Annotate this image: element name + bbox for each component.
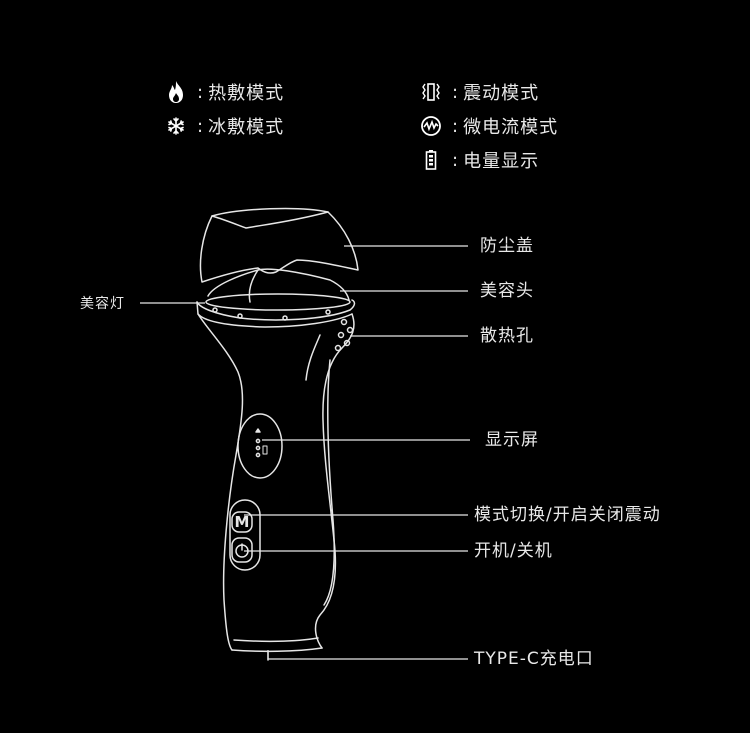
- legend-cold-label: 冰敷模式: [208, 117, 285, 138]
- legend-battery-label: 电量显示: [463, 151, 540, 172]
- callout-vent-holes: 散热孔: [480, 326, 534, 346]
- flame-icon: [165, 79, 187, 105]
- callout-power: 开机/关机: [474, 541, 553, 561]
- legend-colon: :: [452, 149, 460, 171]
- callout-charge-port: TYPE-C充电口: [474, 649, 594, 669]
- snowflake-icon: [165, 113, 187, 139]
- legend-colon: :: [452, 81, 460, 103]
- vibration-icon: [420, 79, 442, 105]
- legend-colon: :: [197, 81, 205, 103]
- beauty-light-dots: [212, 307, 331, 321]
- callout-mode-switch: 模式切换/开启关闭震动: [474, 505, 661, 525]
- legend-hot: : 热敷模式: [165, 79, 284, 105]
- button-panel: [229, 499, 261, 571]
- vent-holes: [334, 318, 354, 352]
- legend-hot-label: 热敷模式: [208, 83, 285, 104]
- legend-colon: :: [452, 115, 460, 137]
- battery-icon: [420, 147, 442, 173]
- beauty-head: [205, 268, 351, 311]
- callout-display: 显示屏: [485, 430, 539, 450]
- legend-vibration: : 震动模式: [420, 79, 539, 105]
- display-panel: [237, 413, 283, 479]
- mode-button-letter: M: [235, 513, 250, 531]
- leader-charge-port: [267, 650, 468, 660]
- legend-battery: : 电量显示: [420, 147, 539, 173]
- legend-vibration-label: 震动模式: [463, 83, 540, 104]
- leader-lines: [140, 245, 470, 660]
- callout-beauty-head: 美容头: [480, 281, 534, 301]
- legend-microcurrent: : 微电流模式: [420, 113, 558, 139]
- callout-beauty-light: 美容灯: [80, 296, 125, 312]
- legend-cold: : 冰敷模式: [165, 113, 284, 139]
- device-body: [196, 299, 356, 653]
- microcurrent-icon: [420, 113, 442, 139]
- dust-cover: [199, 207, 359, 283]
- legend-colon: :: [197, 115, 205, 137]
- legend-microcurrent-label: 微电流模式: [463, 117, 559, 138]
- callout-dust-cover: 防尘盖: [480, 236, 534, 256]
